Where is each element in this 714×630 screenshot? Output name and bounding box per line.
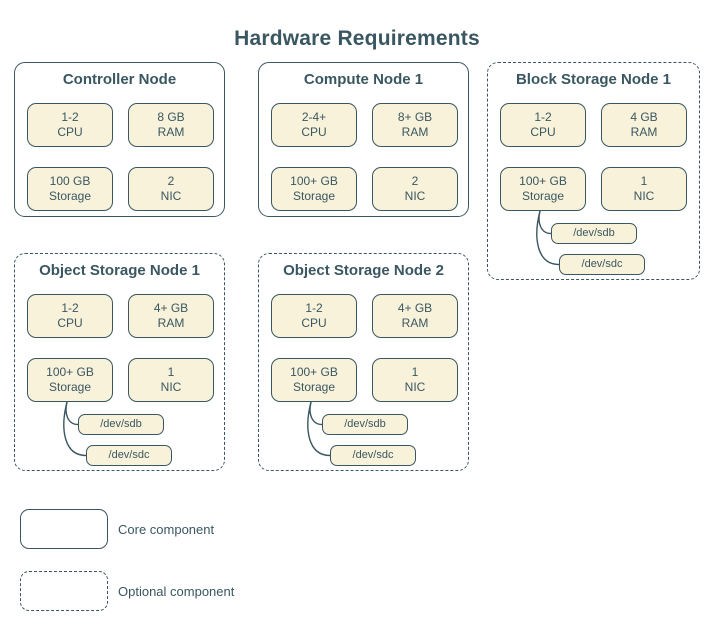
component-value: 1 (411, 365, 419, 379)
component-label: Storage (48, 189, 92, 203)
component-label: CPU (530, 125, 556, 139)
component-label: CPU (57, 125, 83, 139)
component-ram: 8+ GB RAM (372, 103, 458, 147)
component-label: NIC (633, 189, 655, 203)
component-nic: 1 NIC (601, 167, 687, 211)
component-value: 100+ GB (290, 174, 338, 188)
component-cpu: 1-2 CPU (27, 294, 113, 338)
component-label: NIC (160, 189, 182, 203)
component-label: Storage (292, 189, 336, 203)
component-label: CPU (301, 316, 327, 330)
component-value: 100+ GB (290, 365, 338, 379)
component-label: NIC (160, 380, 182, 394)
component-label: CPU (301, 125, 327, 139)
component-value: 8 GB (157, 110, 185, 124)
component-ram: 4+ GB RAM (128, 294, 214, 338)
component-value: 2 (167, 174, 175, 188)
legend-optional-label: Optional component (118, 584, 235, 599)
component-value: 1-2 (61, 301, 79, 315)
component-storage: 100+ GB Storage (271, 358, 357, 402)
component-value: 2 (411, 174, 419, 188)
component-value: 1 (167, 365, 175, 379)
device-dev-sdb: /dev/sdb (322, 414, 408, 435)
component-value: 100 GB (49, 174, 91, 188)
component-nic: 2 NIC (372, 167, 458, 211)
node-compute-1: Compute Node 1 2-4+ CPU 8+ GB RAM 100+ G… (258, 62, 469, 217)
component-label: NIC (404, 380, 426, 394)
component-value: 100+ GB (519, 174, 567, 188)
legend-optional-swatch (20, 571, 108, 611)
component-label: RAM (401, 316, 429, 330)
device-dev-sdb: /dev/sdb (551, 223, 637, 244)
component-value: 1-2 (61, 110, 79, 124)
component-value: 4+ GB (397, 301, 433, 315)
node-title: Controller Node (62, 71, 177, 88)
component-value: 2-4+ (301, 110, 327, 124)
component-label: Storage (521, 189, 565, 203)
legend-core-label: Core component (118, 522, 215, 537)
component-label: NIC (404, 189, 426, 203)
component-cpu: 1-2 CPU (271, 294, 357, 338)
legend-core-swatch (20, 509, 108, 549)
component-ram: 8 GB RAM (128, 103, 214, 147)
device-dev-sdc: /dev/sdc (86, 445, 172, 466)
component-value: 1-2 (305, 301, 323, 315)
node-title: Object Storage Node 1 (39, 262, 200, 279)
node-object-storage-2: Object Storage Node 2 1-2 CPU 4+ GB RAM … (258, 253, 469, 471)
device-dev-sdc: /dev/sdc (559, 254, 645, 275)
component-label: RAM (157, 316, 185, 330)
component-value: 1 (640, 174, 648, 188)
device-dev-sdc: /dev/sdc (330, 445, 416, 466)
component-label: RAM (630, 125, 658, 139)
device-dev-sdb: /dev/sdb (78, 414, 164, 435)
component-label: CPU (57, 316, 83, 330)
component-ram: 4+ GB RAM (372, 294, 458, 338)
diagram-title: Hardware Requirements (234, 27, 480, 50)
component-nic: 1 NIC (128, 358, 214, 402)
node-block-storage-1: Block Storage Node 1 1-2 CPU 4 GB RAM 10… (487, 62, 700, 280)
node-title: Block Storage Node 1 (515, 71, 672, 88)
component-value: 4 GB (630, 110, 658, 124)
component-value: 1-2 (534, 110, 552, 124)
component-storage: 100+ GB Storage (27, 358, 113, 402)
component-label: Storage (292, 380, 336, 394)
component-value: 100+ GB (46, 365, 94, 379)
component-storage: 100 GB Storage (27, 167, 113, 211)
component-storage: 100+ GB Storage (271, 167, 357, 211)
component-cpu: 2-4+ CPU (271, 103, 357, 147)
component-value: 8+ GB (397, 110, 433, 124)
component-value: 4+ GB (153, 301, 189, 315)
component-cpu: 1-2 CPU (500, 103, 586, 147)
component-ram: 4 GB RAM (601, 103, 687, 147)
component-label: RAM (157, 125, 185, 139)
node-title: Object Storage Node 2 (283, 262, 444, 279)
node-controller: Controller Node 1-2 CPU 8 GB RAM 100 GB … (14, 62, 225, 217)
node-title: Compute Node 1 (303, 71, 424, 88)
node-object-storage-1: Object Storage Node 1 1-2 CPU 4+ GB RAM … (14, 253, 225, 471)
component-storage: 100+ GB Storage (500, 167, 586, 211)
component-label: Storage (48, 380, 92, 394)
component-cpu: 1-2 CPU (27, 103, 113, 147)
component-nic: 1 NIC (372, 358, 458, 402)
component-nic: 2 NIC (128, 167, 214, 211)
component-label: RAM (401, 125, 429, 139)
